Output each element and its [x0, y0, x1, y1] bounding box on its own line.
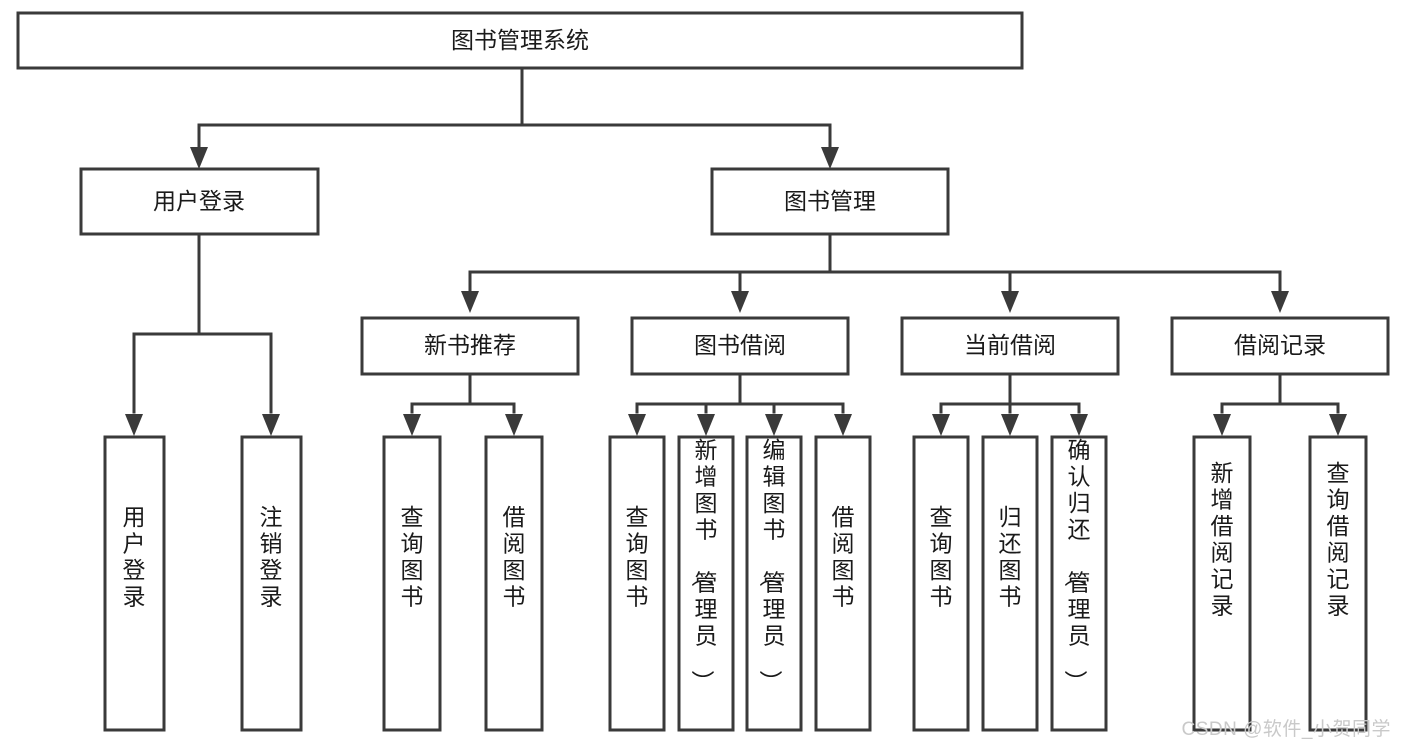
- arrow-icon-to-leaf-record-1: [1213, 414, 1231, 436]
- leaf-borrow-2-label: 新增图书（管理员）: [690, 437, 718, 693]
- leaf-node[interactable]: 查询图书: [382, 435, 442, 732]
- leaf-node[interactable]: 借阅图书: [484, 435, 544, 732]
- arrow-icon-to-record: [1271, 291, 1289, 313]
- arrow-icon-to-leaf-current-1: [932, 414, 950, 436]
- arrow-icon-to-leaf-user-1: [125, 414, 143, 436]
- node-user-login-label: 用户登录: [153, 188, 245, 214]
- leaf-newbook-1-box[interactable]: [382, 435, 442, 732]
- node-current-borrow[interactable]: 当前借阅: [900, 316, 1120, 376]
- node-borrow-record-box[interactable]: [1170, 316, 1390, 376]
- arrow-icon-to-newbook: [461, 291, 479, 313]
- node-new-book-recommend-box[interactable]: [360, 316, 580, 376]
- leaf-current-3-box[interactable]: [1050, 435, 1108, 732]
- leaf-user-login-1-box[interactable]: [103, 435, 166, 732]
- leaf-borrow-3-label: 编辑图书（管理员）: [758, 437, 786, 693]
- leaf-node[interactable]: 借阅图书: [814, 435, 872, 732]
- node-book-borrow-box[interactable]: [630, 316, 850, 376]
- leaf-node[interactable]: 注销登录: [240, 435, 303, 732]
- leaf-borrow-1-label: 查询图书: [626, 504, 649, 610]
- leaf-user-login-1-label: 用户登录: [123, 504, 146, 610]
- leaf-record-1-box[interactable]: [1192, 435, 1252, 732]
- leaf-newbook-1-label: 查询图书: [401, 504, 424, 610]
- arrow-icon-to-leaf-newbook-1: [403, 414, 421, 436]
- node-book-management[interactable]: 图书管理: [710, 167, 950, 236]
- arrow-icon-to-leaf-borrow-1: [628, 414, 646, 436]
- leaf-node[interactable]: 新增图书（管理员）: [677, 435, 735, 732]
- leaf-current-3-label: 确认归还（管理员）: [1063, 437, 1091, 693]
- node-current-borrow-box[interactable]: [900, 316, 1120, 376]
- leaf-borrow-3-box[interactable]: [745, 435, 803, 732]
- node-user-login-box[interactable]: [79, 167, 320, 236]
- leaf-borrow-4-label: 借阅图书: [832, 504, 855, 610]
- node-book-management-label: 图书管理: [784, 188, 876, 214]
- leaf-user-login-2-label: 注销登录: [260, 504, 283, 610]
- leaf-current-2-label: 归还图书: [999, 504, 1022, 610]
- leaf-user-login-2-box[interactable]: [240, 435, 303, 732]
- leaf-current-1-label: 查询图书: [930, 504, 953, 610]
- arrow-icon-to-userlogin: [190, 147, 208, 169]
- leaf-node[interactable]: 用户登录: [103, 435, 166, 732]
- leaf-borrow-1-box[interactable]: [608, 435, 666, 732]
- leaf-current-1-box[interactable]: [912, 435, 970, 732]
- node-new-book-recommend[interactable]: 新书推荐: [360, 316, 580, 376]
- leaf-node[interactable]: 查询图书: [608, 435, 666, 732]
- leaf-record-1-label: 新增借阅记录: [1211, 460, 1234, 619]
- node-book-management-box[interactable]: [710, 167, 950, 236]
- arrow-icon-to-leaf-newbook-2: [505, 414, 523, 436]
- node-user-login[interactable]: 用户登录: [79, 167, 320, 236]
- arrow-icon-to-current: [1001, 291, 1019, 313]
- leaf-node[interactable]: 新增借阅记录: [1192, 435, 1252, 732]
- node-current-borrow-label: 当前借阅: [964, 332, 1056, 358]
- leaf-record-2-label: 查询借阅记录: [1327, 460, 1350, 619]
- leaf-node[interactable]: 归还图书: [981, 435, 1039, 732]
- node-root[interactable]: 图书管理系统: [16, 11, 1024, 70]
- arrow-icon-to-leaf-record-2: [1329, 414, 1347, 436]
- leaf-current-2-box[interactable]: [981, 435, 1039, 732]
- arrow-icon-to-borrow: [731, 291, 749, 313]
- csdn-watermark: CSDN @软件_小贺同学: [1181, 719, 1391, 740]
- leaf-node[interactable]: 查询图书: [912, 435, 970, 732]
- leaf-record-2-box[interactable]: [1308, 435, 1368, 732]
- node-borrow-record[interactable]: 借阅记录: [1170, 316, 1390, 376]
- arrow-icon-to-leaf-borrow-2: [697, 414, 715, 436]
- leaf-node[interactable]: 确认归还（管理员）: [1050, 435, 1108, 732]
- leaf-newbook-2-label: 借阅图书: [503, 504, 526, 610]
- leaf-borrow-2-box[interactable]: [677, 435, 735, 732]
- leaf-borrow-4-box[interactable]: [814, 435, 872, 732]
- leaf-node[interactable]: 查询借阅记录: [1308, 435, 1368, 732]
- node-book-borrow[interactable]: 图书借阅: [630, 316, 850, 376]
- leaf-newbook-2-box[interactable]: [484, 435, 544, 732]
- connector-layer: [132, 66, 1340, 414]
- arrow-icon-to-leaf-current-3: [1070, 414, 1088, 436]
- node-borrow-record-label: 借阅记录: [1234, 332, 1326, 358]
- arrow-icon-to-leaf-borrow-3: [765, 414, 783, 436]
- arrow-icon-to-leaf-current-2: [1001, 414, 1019, 436]
- node-new-book-recommend-label: 新书推荐: [424, 332, 516, 358]
- node-book-borrow-label: 图书借阅: [694, 332, 786, 358]
- node-root-label: 图书管理系统: [451, 27, 589, 53]
- node-root-box[interactable]: [16, 11, 1024, 70]
- leaf-node[interactable]: 编辑图书（管理员）: [745, 435, 803, 732]
- arrow-icon-to-bookmgmt: [821, 147, 839, 169]
- arrow-icon-to-leaf-user-2: [262, 414, 280, 436]
- arrow-icon-to-leaf-borrow-4: [834, 414, 852, 436]
